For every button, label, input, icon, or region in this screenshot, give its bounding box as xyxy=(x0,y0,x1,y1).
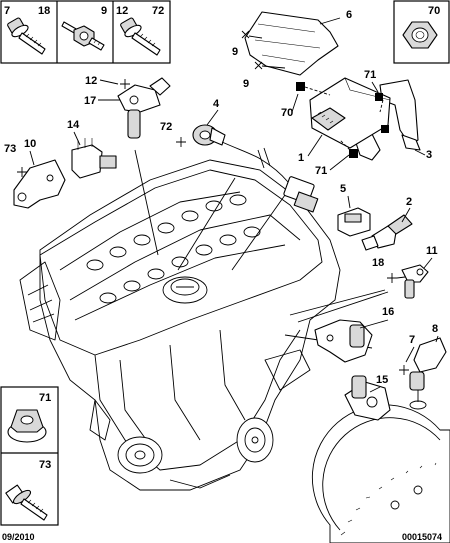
flywheel xyxy=(311,404,450,543)
oil-filler-cap xyxy=(162,276,208,304)
callout-71: 71 xyxy=(315,165,327,177)
callout-3: 3 xyxy=(426,149,432,161)
flange-bolt-icon xyxy=(7,17,46,55)
callout-18: 18 xyxy=(372,257,384,269)
callout-12: 12 xyxy=(85,75,97,87)
callout-4: 4 xyxy=(213,98,220,110)
inset-label-9: 9 xyxy=(101,5,107,17)
fastener-inset-bottom-left: 71 73 xyxy=(0,386,59,526)
sensor-bracket-part xyxy=(13,159,66,209)
callout-6: 6 xyxy=(346,9,352,21)
callout-7: 7 xyxy=(409,334,415,346)
knock-sensor-part xyxy=(192,124,319,213)
callout-labels: 6 9 9 71 70 3 1 71 12 17 4 72 14 10 73 5… xyxy=(4,9,438,386)
flange-bolt-icon xyxy=(5,484,48,521)
callout-72: 72 xyxy=(160,121,172,133)
callout-leaders xyxy=(29,79,439,393)
engine-assembly xyxy=(19,159,341,491)
callout-2: 2 xyxy=(406,196,412,208)
ecu-module-part xyxy=(309,77,391,149)
fastener-inset-top-right: 70 xyxy=(393,0,450,64)
callout-1: 1 xyxy=(298,152,304,164)
callout-9: 9 xyxy=(232,46,238,58)
inset-label-72: 72 xyxy=(152,5,164,17)
camshaft-lobes xyxy=(86,194,261,304)
position-sensor-part xyxy=(344,375,391,421)
callout-73: 73 xyxy=(4,143,16,155)
callout-14: 14 xyxy=(67,119,80,131)
callout-17: 17 xyxy=(84,95,96,107)
bracket-part xyxy=(354,79,426,161)
speed-sensor-part xyxy=(401,264,429,299)
connector-part xyxy=(71,138,117,179)
cross-marker-icon xyxy=(241,30,263,70)
square-marker-icon xyxy=(296,82,389,158)
heat-shield-part xyxy=(244,11,341,76)
inset-label-18: 18 xyxy=(38,5,50,17)
cam-sensor-part xyxy=(117,77,171,139)
callout-10: 10 xyxy=(24,138,36,150)
callout-70: 70 xyxy=(281,107,293,119)
crank-pulley xyxy=(117,436,163,474)
hex-nut-icon xyxy=(402,21,438,49)
callout-5: 5 xyxy=(340,183,346,195)
callout-71: 71 xyxy=(364,69,376,81)
inset-label-7: 7 xyxy=(4,5,10,17)
temperature-sensor-part xyxy=(361,214,413,251)
footer-date: 09/2010 xyxy=(2,532,35,542)
fastener-inset-top-left: 7 18 9 12 72 xyxy=(0,0,171,64)
flange-bolt-icon xyxy=(120,17,161,56)
footer-ref: 00015074 xyxy=(402,532,442,542)
stud-nut-icon xyxy=(61,21,105,51)
inset-label-73: 73 xyxy=(39,459,51,471)
timing-pulley xyxy=(236,417,274,463)
callout-9: 9 xyxy=(243,78,249,90)
inset-label-70: 70 xyxy=(428,5,440,17)
crank-sensor-part xyxy=(409,337,447,410)
sensor-bracket-part xyxy=(314,319,373,363)
callout-11: 11 xyxy=(426,245,438,257)
callout-16: 16 xyxy=(382,306,394,318)
flange-nut-icon xyxy=(7,409,47,443)
callout-8: 8 xyxy=(432,323,438,335)
callout-15: 15 xyxy=(376,374,388,386)
inset-label-71: 71 xyxy=(39,392,51,404)
inset-label-12: 12 xyxy=(116,5,128,17)
connector-part xyxy=(337,207,371,237)
